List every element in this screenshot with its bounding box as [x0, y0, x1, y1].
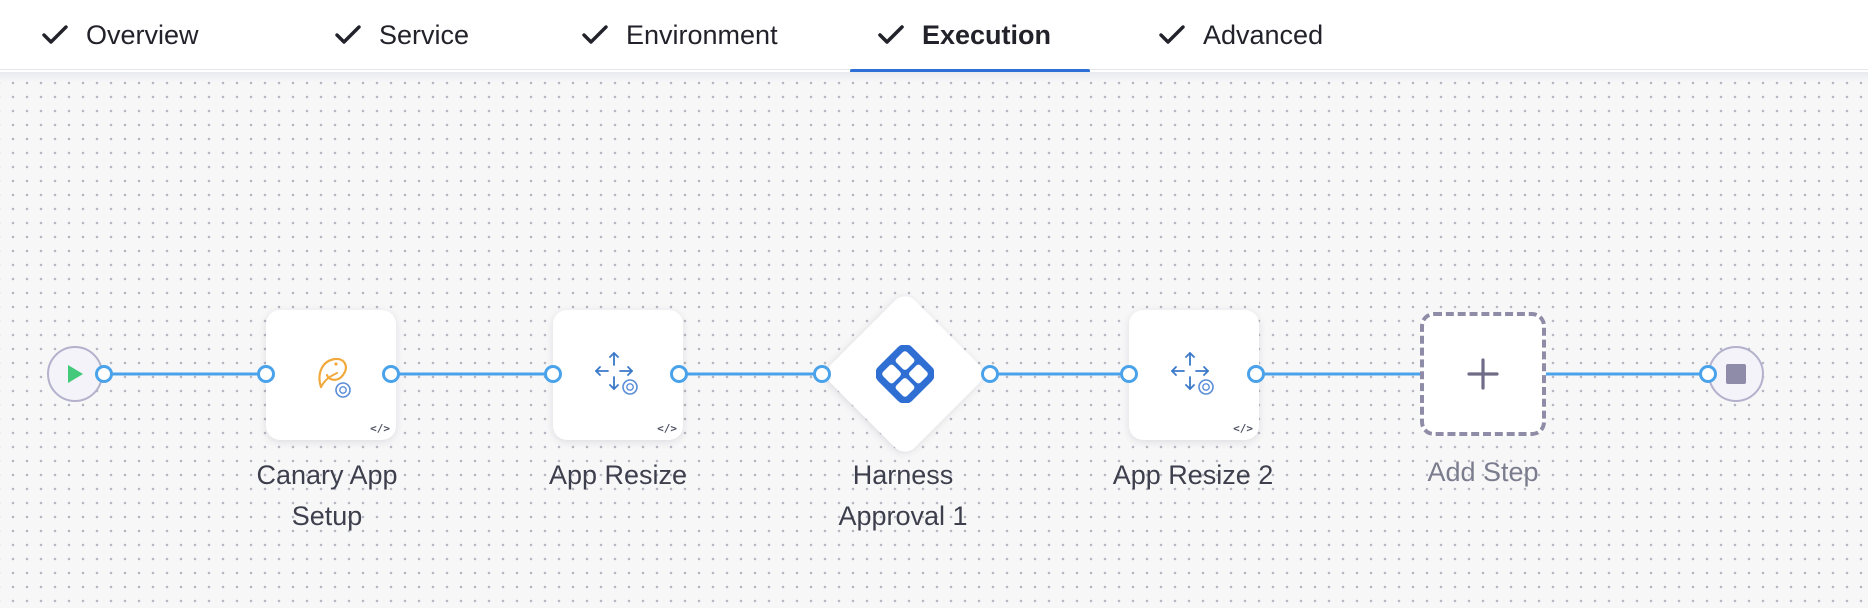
tab-execution[interactable]: Execution [876, 0, 1051, 70]
tab-service[interactable]: Service [333, 0, 469, 70]
connector-port[interactable] [670, 365, 688, 383]
connector-port[interactable] [1247, 365, 1265, 383]
step-label-line: Setup [291, 501, 363, 531]
pipeline-start-node[interactable] [47, 346, 103, 402]
step-label-line: Canary App [256, 460, 398, 490]
connector-port[interactable] [382, 365, 400, 383]
app-resize-icon [595, 352, 638, 395]
pipeline-end-node[interactable] [1708, 346, 1764, 402]
code-badge-icon: </> [657, 422, 677, 435]
add-step-button[interactable] [1420, 312, 1546, 436]
connector-port[interactable] [1699, 365, 1717, 383]
step-label-line: Harness [852, 460, 954, 490]
canvas-top-shadow [0, 72, 1868, 82]
checkmark-icon [1157, 20, 1187, 50]
stop-icon [1726, 364, 1746, 384]
step-label-canary-app-setup: Canary App Setup [222, 455, 432, 537]
tab-label: Overview [86, 19, 199, 50]
tab-label: Environment [626, 19, 778, 50]
checkmark-icon [333, 20, 363, 50]
connector-port[interactable] [981, 365, 999, 383]
checkmark-icon [40, 20, 70, 50]
step-label-line: Approval 1 [838, 501, 968, 531]
tab-advanced[interactable]: Advanced [1157, 0, 1323, 70]
step-node-canary-app-setup[interactable]: </> [266, 310, 396, 440]
connector-port[interactable] [813, 365, 831, 383]
connector-port[interactable] [1120, 365, 1138, 383]
connector-port[interactable] [544, 365, 562, 383]
app-resize-icon [1171, 352, 1214, 395]
plus-icon [1467, 358, 1499, 390]
add-step-label[interactable]: Add Step [1383, 452, 1583, 493]
checkmark-icon [580, 20, 610, 50]
step-node-app-resize-2[interactable]: </> [1129, 310, 1259, 440]
tab-label: Execution [922, 19, 1052, 50]
tab-label: Service [379, 19, 470, 50]
code-badge-icon: </> [1233, 422, 1253, 435]
step-label-line: App Resize [548, 460, 688, 490]
code-badge-icon: </> [370, 422, 390, 435]
step-label-line: App Resize 2 [1112, 460, 1274, 490]
canary-app-setup-icon [318, 357, 351, 398]
harness-approval-icon[interactable] [876, 345, 934, 403]
step-label-app-resize-2: App Resize 2 [1088, 455, 1298, 496]
step-label-harness-approval: Harness Approval 1 [803, 455, 1003, 537]
add-step-text: Add Step [1427, 457, 1539, 487]
checkmark-icon [876, 20, 906, 50]
tab-environment[interactable]: Environment [580, 0, 778, 70]
tab-label: Advanced [1203, 19, 1324, 50]
wizard-tab-bar: Overview Service Environment Execution A… [0, 0, 1868, 73]
play-icon [68, 365, 83, 383]
step-node-app-resize[interactable]: </> [553, 310, 683, 440]
connector-port[interactable] [257, 365, 275, 383]
active-tab-indicator [850, 69, 1090, 73]
connector-port[interactable] [95, 365, 113, 383]
step-label-app-resize: App Resize [518, 455, 718, 496]
tab-overview[interactable]: Overview [40, 0, 199, 70]
